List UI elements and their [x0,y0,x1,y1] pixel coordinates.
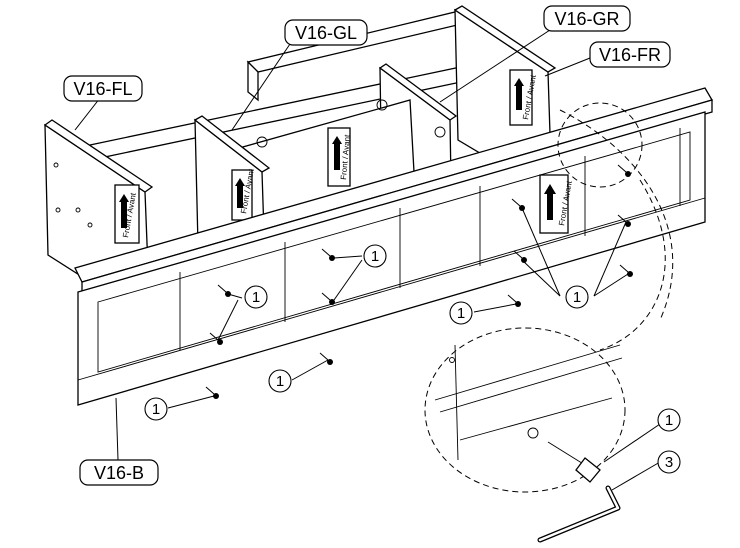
zoom-detail-outline [424,327,626,493]
svg-text:3: 3 [665,454,673,471]
svg-text:1: 1 [665,412,673,429]
label-v16-b: V16-B [79,459,159,486]
svg-text:V16-B: V16-B [94,463,144,483]
callout-screw: 1 [449,301,473,325]
callout-screw: 1 [363,244,387,268]
zoom-source-outline [557,102,643,188]
label-v16-gl: V16-GL [284,19,368,46]
callout-hex-key: 3 [657,450,681,474]
zoom-detail [434,344,623,483]
callout-screw: 1 [565,285,589,309]
svg-text:1: 1 [573,289,581,306]
svg-text:1: 1 [152,401,160,418]
callout-screw: 1 [268,369,292,393]
svg-text:1: 1 [457,305,465,322]
leader-lines [74,29,661,491]
svg-text:1: 1 [371,248,379,265]
label-v16-gr: V16-GR [543,5,631,32]
callout-screw: 1 [244,285,268,309]
label-v16-fr: V16-FR [589,41,671,68]
svg-text:V16-FL: V16-FL [73,79,132,99]
svg-text:1: 1 [276,373,284,390]
svg-text:1: 1 [252,289,260,306]
svg-text:V16-FR: V16-FR [599,45,661,65]
callout-screw: 1 [144,397,168,421]
callout-screw: 1 [657,408,681,432]
label-v16-fl: V16-FL [63,75,143,102]
svg-text:V16-GR: V16-GR [554,9,619,29]
svg-text:V16-GL: V16-GL [295,23,357,43]
panel-tag-inner: Front / Avant [339,134,352,181]
